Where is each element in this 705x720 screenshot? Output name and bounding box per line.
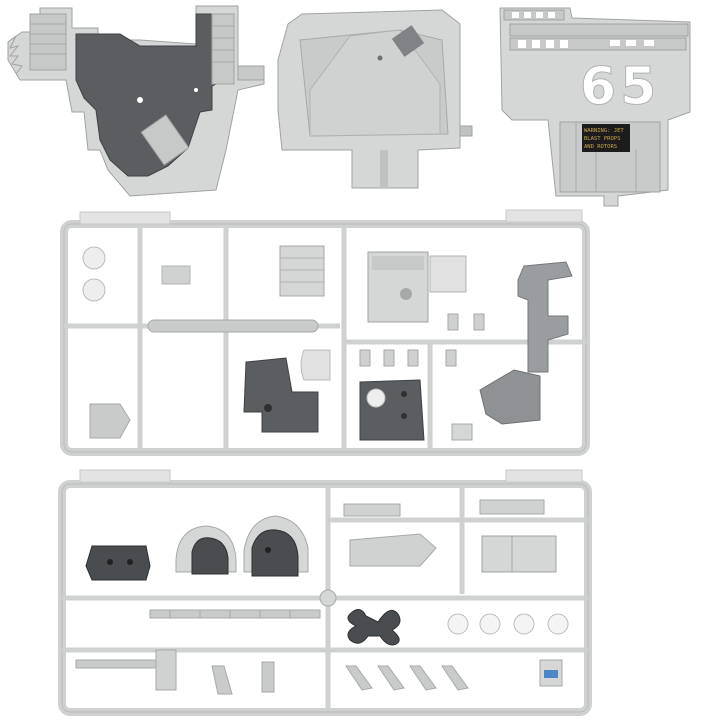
hull-number-text: 65 bbox=[580, 57, 660, 117]
sprue-b bbox=[58, 469, 592, 716]
warning-plate-line1: WARNING: JET bbox=[584, 128, 624, 134]
deck-section-part bbox=[7, 5, 265, 197]
sprue-a bbox=[60, 209, 590, 456]
warning-plate-line2: BLAST PROPS bbox=[584, 136, 620, 142]
bridge-base-part bbox=[277, 9, 473, 189]
warning-plate-line3: AND ROTORS bbox=[584, 144, 617, 150]
island-part: 65 WARNING: JET BLAST PROPS AND ROTORS bbox=[499, 7, 691, 207]
